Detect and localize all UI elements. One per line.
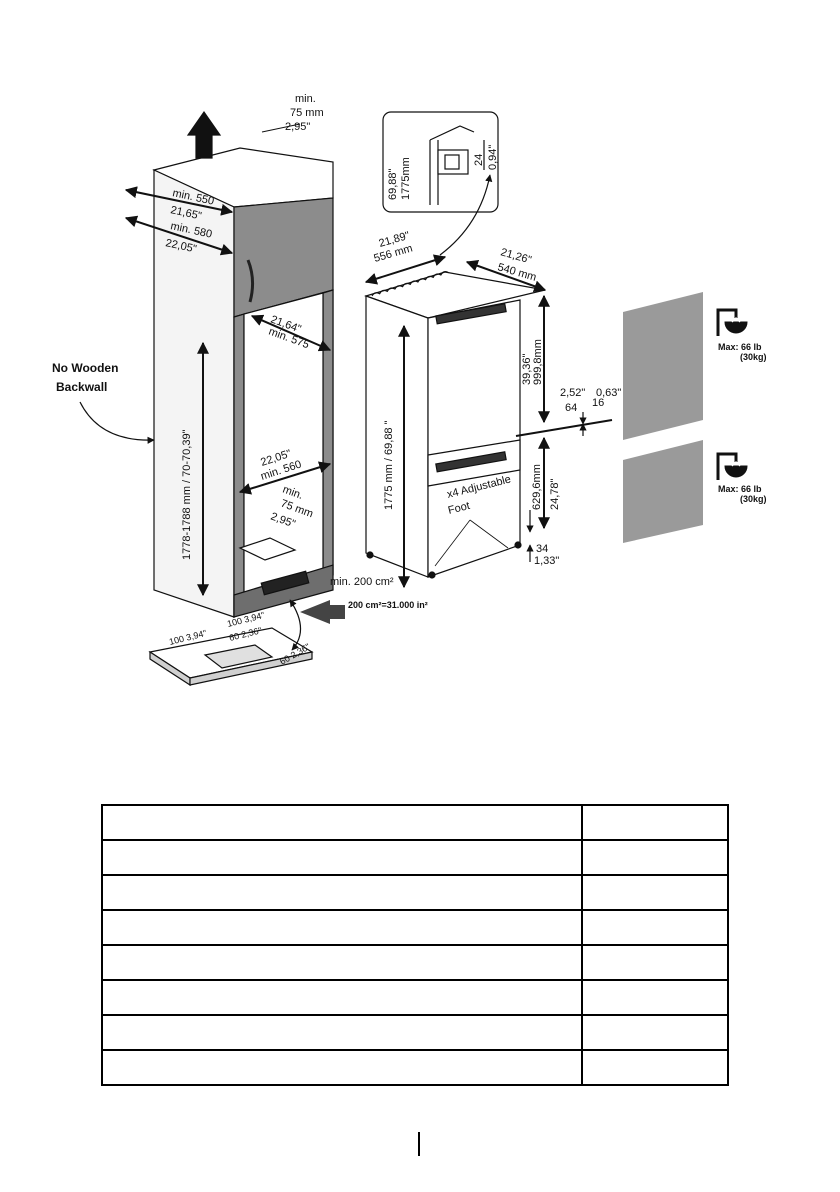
backwall-note-1: No Wooden bbox=[52, 361, 118, 375]
cabinet-dimension-lines bbox=[79, 123, 332, 651]
hinge-detail bbox=[382, 111, 499, 256]
appliance bbox=[364, 271, 613, 579]
table-row bbox=[101, 909, 729, 946]
table-row bbox=[101, 979, 729, 1016]
hinge-detail-labels: 69,88" 1775mm 24 0,94" bbox=[387, 145, 499, 200]
cabinet bbox=[148, 110, 334, 687]
gap-in: 2,52" bbox=[560, 387, 585, 399]
upper-panel bbox=[623, 292, 703, 440]
spec-table bbox=[101, 804, 729, 1086]
page-divider-mark bbox=[418, 1132, 420, 1156]
installation-diagram: min. 75 mm 2,95" min. 550 21,65" min. 58… bbox=[52, 93, 767, 687]
vent-formula: 200 cm²=31.000 in² bbox=[348, 600, 428, 610]
top-clearance-3: 2,95" bbox=[285, 121, 310, 133]
detail-height-in: 69,88" bbox=[387, 168, 399, 200]
vent-area: min. 200 cm² bbox=[330, 576, 394, 588]
max-load-kg-upper: (30kg) bbox=[740, 352, 767, 362]
max-load-upper: Max: 66 lb bbox=[718, 342, 762, 352]
gap-mm-2: 16 bbox=[592, 397, 604, 409]
weight-icon bbox=[716, 452, 748, 480]
appliance-dimension-lines bbox=[364, 254, 587, 589]
table-row bbox=[101, 944, 729, 981]
detail-small-mm: 24 bbox=[473, 154, 485, 166]
lower-door-in: 24,78" bbox=[549, 478, 561, 510]
gap-in-2: 0,63" bbox=[596, 387, 621, 399]
backwall-note-2: Backwall bbox=[56, 380, 107, 394]
upper-door-mm: 999,8mm bbox=[532, 339, 544, 385]
table-row bbox=[101, 839, 729, 876]
bottom-mm: 34 bbox=[536, 543, 548, 555]
top-clearance-1: min. bbox=[295, 93, 316, 105]
max-load-lower: Max: 66 lb bbox=[718, 484, 762, 494]
table-row bbox=[101, 804, 729, 841]
vent-arrow bbox=[300, 600, 345, 624]
upper-door-in: 39,36" bbox=[521, 353, 533, 385]
detail-height-mm: 1775mm bbox=[400, 157, 412, 200]
foot-note-2: Foot bbox=[447, 500, 471, 517]
appliance-height: 1775 mm / 69,88 " bbox=[383, 420, 395, 510]
lower-door-mm: 629,6mm bbox=[531, 464, 543, 510]
bottom-in: 1,33" bbox=[534, 555, 559, 567]
table-row bbox=[101, 874, 729, 911]
cabinet-height: 1778-1788 mm / 70-70,39" bbox=[181, 429, 193, 560]
lower-panel bbox=[623, 440, 703, 543]
table-row bbox=[101, 1014, 729, 1051]
top-clearance-2: 75 mm bbox=[290, 107, 324, 119]
gap-mm: 64 bbox=[565, 402, 577, 414]
table-row bbox=[101, 1049, 729, 1086]
detail-small-in: 0,94" bbox=[487, 145, 499, 170]
max-load-kg-lower: (30kg) bbox=[740, 494, 767, 504]
door-panels: Max: 66 lb (30kg) Max: 66 lb (30kg) bbox=[623, 292, 767, 543]
weight-icon bbox=[716, 308, 748, 336]
